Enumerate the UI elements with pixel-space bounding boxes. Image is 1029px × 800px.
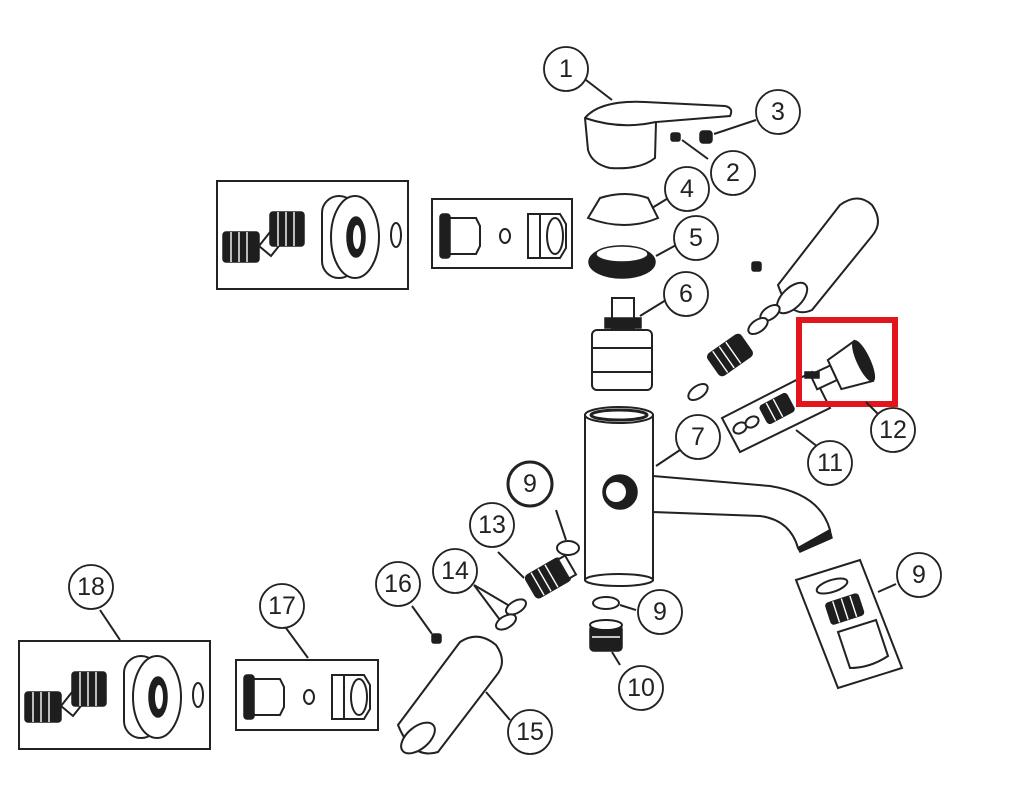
svg-text:10: 10 (627, 674, 655, 702)
svg-text:4: 4 (680, 175, 694, 203)
aerator-kit-part-9[interactable] (794, 558, 904, 690)
o-rings-part-14[interactable] (493, 596, 528, 632)
svg-text:2: 2 (726, 159, 740, 187)
tap-body-part-7[interactable] (584, 406, 833, 587)
leader-lines (99, 79, 897, 721)
callout-10[interactable]: 10 (618, 665, 664, 711)
callout-9-aerator[interactable]: 9 (896, 552, 942, 598)
valve-kit-part-11[interactable] (720, 370, 832, 454)
svg-text:9: 9 (912, 561, 926, 589)
callout-17[interactable]: 17 (259, 583, 305, 629)
svg-text:14: 14 (441, 557, 469, 585)
washer-part-9-upper[interactable] (556, 540, 580, 556)
callout-4[interactable]: 4 (664, 166, 710, 212)
nut-fitting-icon (243, 674, 371, 720)
svg-text:1: 1 (559, 55, 573, 83)
svg-text:7: 7 (691, 423, 705, 451)
svg-text:17: 17 (268, 592, 296, 620)
grub-screw-part-16[interactable] (431, 633, 442, 644)
connector-kit-upper[interactable] (216, 180, 409, 290)
grub-screw-upper-right[interactable] (751, 261, 762, 272)
washer-upper-right[interactable] (686, 381, 711, 403)
svg-text:9: 9 (653, 598, 667, 626)
callout-1[interactable]: 1 (543, 46, 589, 92)
svg-text:5: 5 (689, 224, 703, 252)
nut-fitting-kit-upper[interactable] (431, 198, 573, 269)
svg-text:16: 16 (384, 570, 412, 598)
callout-9-upper[interactable]: 9 (506, 460, 554, 508)
callout-5[interactable]: 5 (673, 215, 719, 261)
svg-text:3: 3 (771, 98, 785, 126)
callout-12[interactable]: 12 (870, 407, 916, 453)
grub-screw-part-2[interactable] (670, 132, 681, 142)
callout-13[interactable]: 13 (469, 502, 515, 548)
svg-text:6: 6 (679, 280, 693, 308)
tube-part-15[interactable] (396, 635, 503, 760)
nut-part-10[interactable] (589, 619, 623, 652)
svg-text:15: 15 (516, 718, 544, 746)
o-rings-upper-right[interactable] (746, 302, 783, 337)
nut-part-5[interactable] (588, 245, 656, 279)
connector-kit-part-18[interactable] (18, 640, 211, 750)
callout-6[interactable]: 6 (663, 271, 709, 317)
svg-text:11: 11 (817, 449, 843, 477)
handle-part-1[interactable] (583, 100, 733, 170)
washer-part-9-lower[interactable] (592, 596, 620, 610)
cap-screw-part-3[interactable] (699, 130, 713, 144)
callout-11[interactable]: 11 (807, 440, 853, 486)
svg-text:18: 18 (77, 573, 105, 601)
callout-2[interactable]: 2 (710, 150, 756, 196)
svg-text:12: 12 (879, 416, 907, 444)
callout-14[interactable]: 14 (432, 548, 478, 594)
callout-18[interactable]: 18 (68, 564, 114, 610)
nut-fitting-kit-part-17[interactable] (235, 659, 379, 731)
threaded-connector-icon (24, 671, 107, 723)
nut-fitting-icon (439, 213, 567, 259)
callout-7[interactable]: 7 (675, 414, 721, 460)
callout-3[interactable]: 3 (755, 89, 801, 135)
threaded-insert-part-13[interactable] (524, 554, 578, 600)
threaded-insert-upper-right[interactable] (706, 333, 754, 377)
highlight-box-part-12 (796, 317, 898, 407)
callout-9-lower[interactable]: 9 (637, 589, 683, 635)
callout-15[interactable]: 15 (507, 709, 553, 755)
valve-stem-part-12[interactable] (804, 339, 878, 404)
cartridge-part-6[interactable] (591, 297, 653, 391)
svg-text:9: 9 (523, 470, 537, 498)
svg-text:13: 13 (478, 511, 506, 539)
tube-upper-right[interactable] (771, 197, 879, 319)
cover-part-4[interactable] (586, 193, 660, 226)
threaded-connector-icon (222, 211, 305, 263)
callout-16[interactable]: 16 (375, 561, 421, 607)
